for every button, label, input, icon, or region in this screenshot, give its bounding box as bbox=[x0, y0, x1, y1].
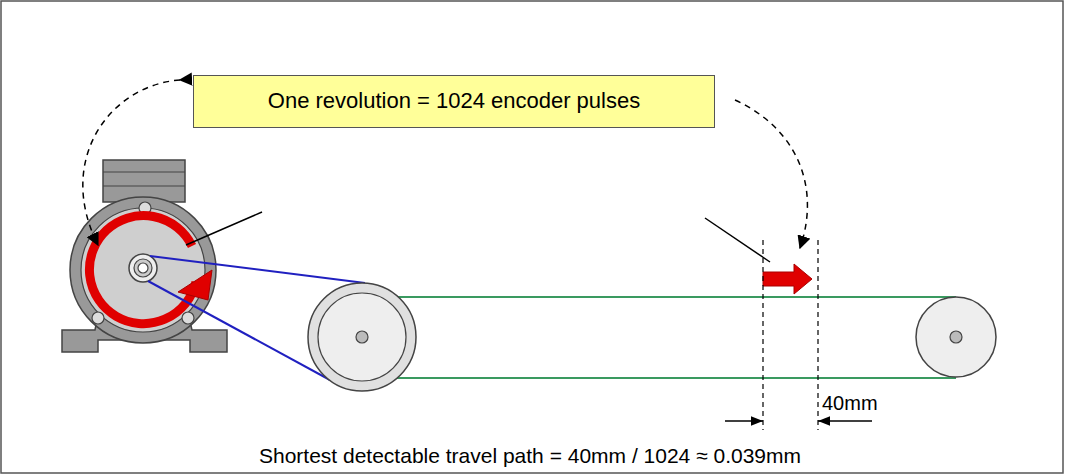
travel-arrow bbox=[763, 264, 812, 294]
leader-line bbox=[705, 218, 770, 262]
rotation-arrow bbox=[89, 216, 212, 324]
caption: Shortest detectable travel path = 40mm /… bbox=[259, 444, 801, 468]
callout-box: One revolution = 1024 encoder pulses bbox=[193, 75, 715, 128]
motor bbox=[62, 160, 227, 352]
motor-shaft bbox=[129, 254, 157, 282]
leader-line bbox=[186, 212, 262, 245]
drive-pulley bbox=[308, 283, 416, 391]
conveyor-belt bbox=[362, 297, 956, 378]
dimension-label: 40mm bbox=[820, 392, 880, 415]
idler-roller bbox=[916, 297, 996, 377]
callout-text: One revolution = 1024 encoder pulses bbox=[268, 88, 640, 114]
